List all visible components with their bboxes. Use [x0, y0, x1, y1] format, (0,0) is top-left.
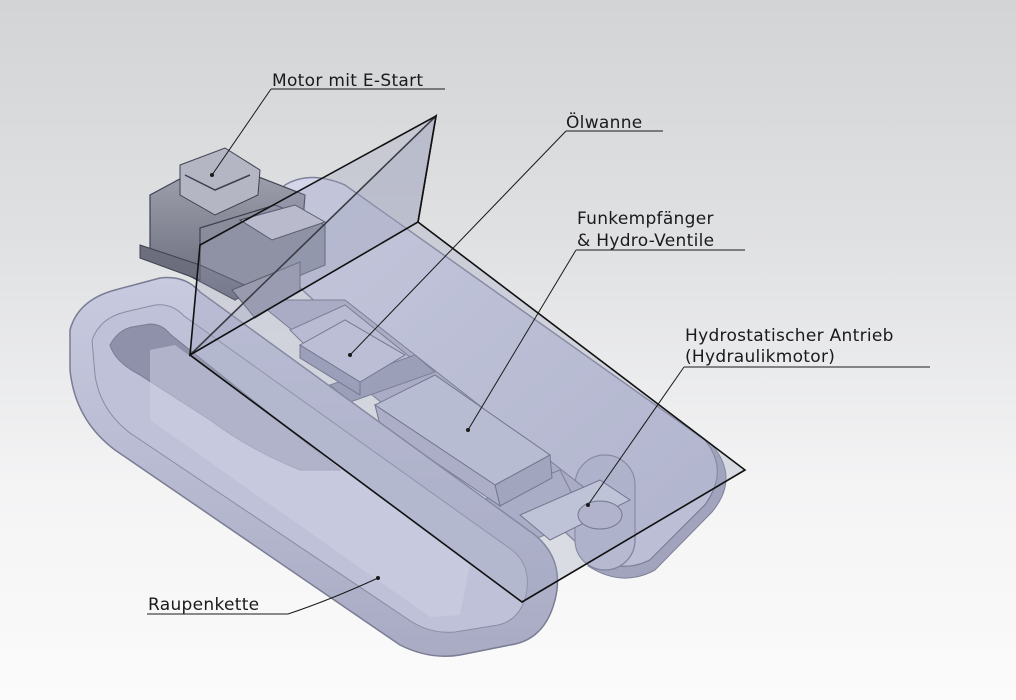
label-raupe-anchor [376, 576, 380, 580]
left-track [69, 276, 559, 657]
hydraulic-motor [519, 479, 631, 541]
label-hydro-leader [587, 366, 685, 506]
label-raupe-text: Raupenkette [148, 595, 259, 615]
label-funk: Funkempfänger & Hydro-Ventile [466, 209, 745, 432]
transparent-cover-plate [188, 113, 747, 603]
label-funk-anchor [466, 428, 470, 432]
label-motor-anchor [210, 173, 214, 177]
label-motor-leader [211, 88, 272, 176]
label-funk-text-line2: & Hydro-Ventile [577, 231, 714, 251]
label-hydro: Hydrostatischer Antrieb (Hydraulikmotor) [586, 326, 930, 507]
label-oelwanne-text: Ölwanne [566, 111, 643, 133]
label-hydro-anchor [586, 503, 590, 507]
label-hydro-text-line2: (Hydraulikmotor) [685, 347, 835, 367]
label-motor-text: Motor mit E-Start [272, 71, 423, 91]
label-oelwanne-anchor [348, 353, 352, 357]
oil-pan [299, 319, 406, 396]
label-raupe-leader [147, 577, 379, 615]
label-raupe: Raupenkette [147, 576, 380, 615]
label-funk-leader [467, 249, 577, 431]
label-motor: Motor mit E-Start [210, 71, 445, 177]
label-oelwanne-leader [349, 130, 567, 356]
label-hydro-text-line1: Hydrostatischer Antrieb [685, 326, 894, 346]
receiver-valve-box [374, 374, 553, 508]
label-funk-text-line1: Funkempfänger [577, 209, 714, 229]
label-oelwanne: Ölwanne [348, 111, 663, 357]
